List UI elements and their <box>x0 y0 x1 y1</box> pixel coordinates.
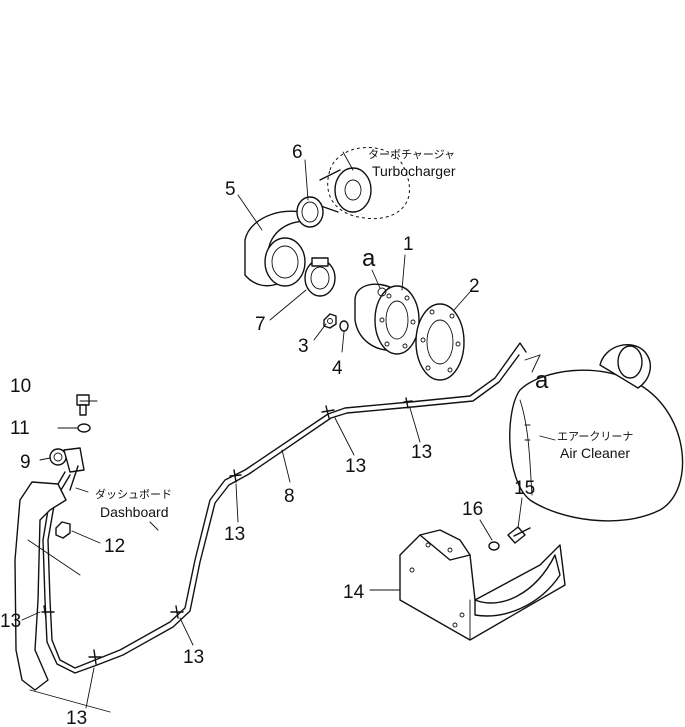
flange-part-1 <box>354 283 420 355</box>
callout-13f: 13 <box>66 708 87 727</box>
callout-2: 2 <box>469 276 480 297</box>
clamp-part-6 <box>296 196 324 228</box>
callout-4: 4 <box>332 358 343 379</box>
callout-7: 7 <box>255 314 266 335</box>
clamp-part-7 <box>304 257 336 297</box>
callout-13e: 13 <box>0 611 21 632</box>
air-cleaner <box>509 344 684 522</box>
callout-1: 1 <box>403 234 414 255</box>
callout-5: 5 <box>225 179 236 200</box>
tube-clamps-part-13 <box>41 397 413 665</box>
callout-12: 12 <box>104 536 125 557</box>
washer-part-16 <box>488 541 500 551</box>
connection-mark-lower: a <box>535 367 549 394</box>
callout-15: 15 <box>514 478 535 499</box>
washer-part-4 <box>339 320 349 332</box>
turbocharger-label-ja: ターボチャージャ <box>368 148 455 161</box>
gasket-part-2 <box>415 303 465 381</box>
turbocharger-outline <box>317 147 410 220</box>
callout-13c: 13 <box>224 524 245 545</box>
washer-part-11 <box>77 423 91 433</box>
connection-mark-upper: a <box>362 245 376 272</box>
leader-lines <box>21 151 556 709</box>
turbocharger-label-en: Turbocharger <box>372 163 456 179</box>
callout-14: 14 <box>343 582 365 603</box>
nut-part-12 <box>55 521 71 539</box>
callout-10: 10 <box>10 376 31 397</box>
callout-11: 11 <box>10 418 30 439</box>
callout-13d: 13 <box>183 647 204 668</box>
elbow-fitting-part-9 <box>49 447 85 491</box>
air-cleaner-label-en: Air Cleaner <box>560 445 630 461</box>
nut-part-3 <box>323 313 337 329</box>
dashboard-label-ja: ダッシュボード <box>95 487 172 501</box>
bolt-part-15 <box>507 526 531 544</box>
callout-13a: 13 <box>345 456 366 477</box>
bolt-part-10 <box>76 394 90 416</box>
callout-8: 8 <box>284 486 295 507</box>
bracket-part-14 <box>399 529 566 641</box>
dashboard-label-en: Dashboard <box>100 504 169 520</box>
air-cleaner-label-ja: エアークリーナ <box>557 430 633 443</box>
callout-3: 3 <box>298 336 309 357</box>
dashboard-panel <box>14 481 111 713</box>
callout-9: 9 <box>20 452 31 473</box>
callout-13b: 13 <box>411 442 432 463</box>
callout-16: 16 <box>462 499 483 520</box>
callout-6: 6 <box>292 142 303 163</box>
